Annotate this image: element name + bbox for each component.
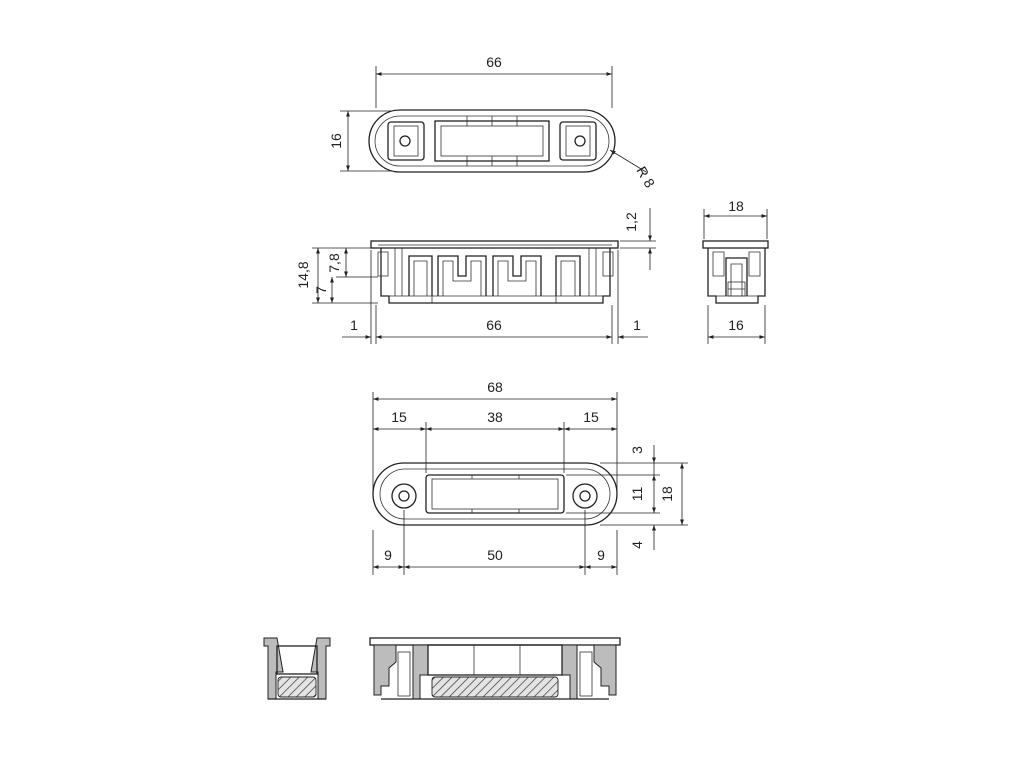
dim-end-width-bottom: 16 [728,317,744,333]
top-view-right-clip [559,121,597,161]
top-view-outline [368,109,616,173]
top-view-window [434,120,550,162]
dim-plate-hole-spacing: 50 [487,547,503,563]
dim-plate-height: 18 [659,486,675,502]
long-section-flange [369,637,621,646]
dim-plate-left-margin: 15 [391,409,407,425]
dim-plate-edge-top: 3 [629,446,645,454]
end-section-cavity [276,645,318,675]
dim-top-height: 16 [328,133,344,149]
plate-window [425,474,565,514]
side-view-flange [370,240,619,249]
dim-plate-length: 68 [487,379,503,395]
plate-left-hole [398,490,410,502]
dim-side-height-b: 7,8 [326,253,342,273]
end-view: 18 16 [702,198,769,344]
dim-plate-hole-right: 9 [597,547,605,563]
top-view-right-hole [574,135,586,147]
plate-left-hole-outer [391,483,417,509]
long-section-magnet [431,676,559,698]
long-section-left-end [373,644,397,696]
long-section-right-end [593,644,617,696]
end-section-magnet [277,676,317,698]
top-view: 66 16 R 8 [328,54,658,191]
dim-side-height-total: 14,8 [295,261,311,288]
dim-plate-window-height: 11 [629,487,645,502]
dim-plate-edge-bottom: 4 [629,541,645,549]
end-view-body [707,248,766,304]
long-section-view [369,637,621,700]
dim-plate-window: 38 [487,409,503,425]
end-view-flange [702,240,769,249]
top-view-left-hole [399,135,411,147]
dim-end-width-top: 18 [728,198,744,214]
long-section-right-screw [579,651,593,697]
end-section-view [263,637,331,700]
dim-flange-thickness: 1,2 [623,212,639,232]
plate-view: 68 15 38 15 3 11 18 4 9 50 9 [372,379,688,575]
dim-top-length: 66 [486,54,502,70]
plate-right-hole-outer [572,483,598,509]
top-view-left-clip [387,121,425,161]
dim-side-overhang-left: 1 [350,317,358,333]
dim-side-overhang-right: 1 [633,317,641,333]
plate-right-hole [579,490,591,502]
long-section-left-screw [397,651,411,697]
dim-plate-right-margin: 15 [583,409,599,425]
side-view: 1,2 14,8 7 7,8 1 66 1 [295,208,656,344]
dim-top-radius: R 8 [633,164,658,191]
plate-outline [372,462,618,526]
dim-plate-hole-left: 9 [384,547,392,563]
dim-side-length: 66 [486,317,502,333]
plate-inner-outline [379,468,611,520]
dim-side-height-a: 7 [313,286,329,294]
